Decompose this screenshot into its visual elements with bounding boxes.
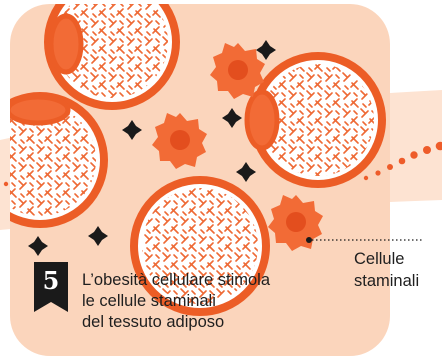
- four-point-star-icon: [236, 162, 256, 182]
- step-number: 5: [42, 266, 60, 295]
- four-point-star-icon: [28, 236, 48, 256]
- four-point-star-icon: [256, 40, 276, 60]
- adipocyte-top-left: [44, 4, 180, 110]
- step-badge-shape: [34, 262, 68, 312]
- four-point-star-icon: [88, 226, 108, 246]
- caption-line: L’obesità cellulare stimola: [82, 271, 271, 289]
- adipocyte-left: [10, 92, 108, 228]
- stem-cell-gear-icon: [268, 195, 323, 251]
- stem-cell-callout-label: Cellule staminali: [354, 248, 419, 292]
- callout-line: Cellule: [354, 250, 405, 268]
- callout-line: staminali: [354, 272, 420, 290]
- callout-leader: [306, 237, 422, 243]
- caption-line: le cellule staminali: [82, 292, 216, 310]
- adipocyte-nucleus: [244, 89, 280, 151]
- adipocyte-nucleus: [10, 94, 71, 126]
- four-point-star-icon: [222, 108, 242, 128]
- adipocyte-nucleus: [48, 13, 84, 75]
- step-badge: 5: [34, 262, 68, 312]
- adipocyte-bottom: [130, 176, 270, 316]
- step-caption: L’obesità cellulare stimola le cellule s…: [82, 270, 332, 333]
- stem-cell-gear-icon: [152, 113, 207, 169]
- caption-line: del tessuto adiposo: [82, 313, 225, 331]
- adipocyte-right: [244, 52, 386, 188]
- dotted-trail-left: [3, 181, 9, 187]
- dotted-trail-right: [363, 141, 442, 181]
- stem-cell-gear-icon: [210, 43, 265, 99]
- four-point-star-icon: [122, 120, 142, 140]
